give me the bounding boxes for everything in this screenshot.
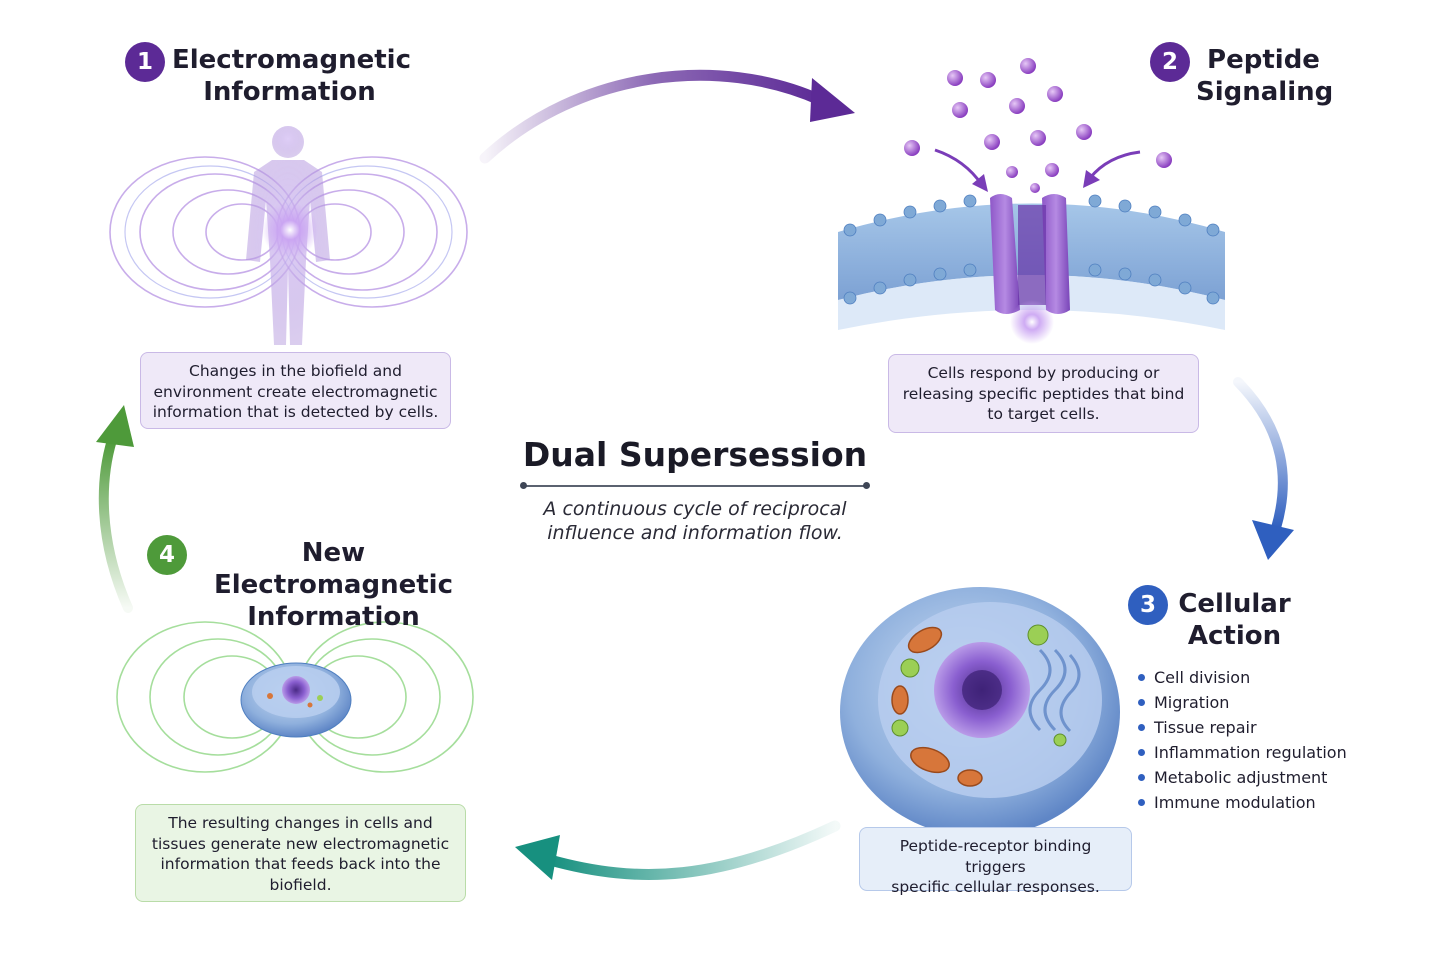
- cellular-action-list: Cell division Migration Tissue repair In…: [1136, 665, 1347, 815]
- list-item: Metabolic adjustment: [1136, 765, 1347, 790]
- cell-cross-section-icon: [840, 587, 1120, 837]
- list-item: Tissue repair: [1136, 715, 1347, 740]
- step-3-badge: 3: [1128, 585, 1168, 625]
- step-1-badge: 1: [125, 42, 165, 82]
- step-3-caption: Peptide-receptor binding triggers specif…: [859, 827, 1132, 896]
- step-1-caption: Changes in the biofield and environment …: [140, 352, 451, 429]
- center-title: Dual Supersession: [522, 435, 868, 474]
- step-2-badge: 2: [1150, 42, 1190, 82]
- step-4-title: New Electromagnetic Information: [214, 538, 453, 632]
- list-item: Immune modulation: [1136, 790, 1347, 815]
- list-item: Cell division: [1136, 665, 1347, 690]
- arrow-3-to-4: [515, 820, 841, 880]
- step-1-title: Electromagnetic Information: [172, 45, 411, 107]
- step-3-title: Cellular Action: [1178, 589, 1291, 651]
- arrow-1-to-2: [479, 69, 855, 164]
- step-4-badge: 4: [147, 535, 187, 575]
- step-2-title: Peptide Signaling: [1196, 45, 1334, 107]
- step-2-caption: Cells respond by producing or releasing …: [888, 354, 1199, 433]
- cell-membrane-receptor-icon: [838, 58, 1225, 344]
- center-divider: [520, 482, 870, 489]
- arrow-2-to-3: [1233, 377, 1294, 560]
- cell-field-icon: [116, 621, 474, 773]
- step-4-caption: The resulting changes in cells and tissu…: [135, 804, 466, 902]
- list-item: Inflammation regulation: [1136, 740, 1347, 765]
- arrow-4-to-1: [96, 405, 134, 613]
- list-item: Migration: [1136, 690, 1347, 715]
- center-subtitle: A continuous cycle of reciprocal influen…: [543, 498, 847, 544]
- human-biofield-icon: [109, 126, 468, 345]
